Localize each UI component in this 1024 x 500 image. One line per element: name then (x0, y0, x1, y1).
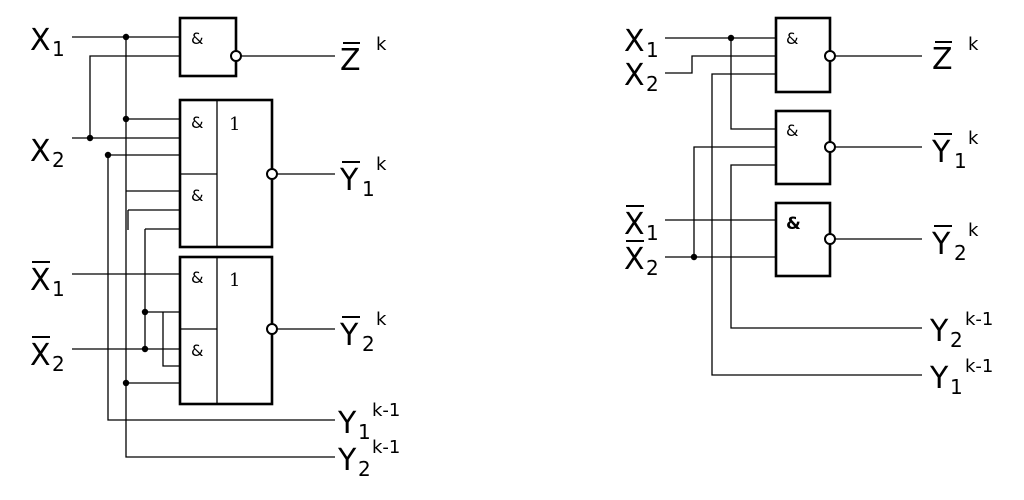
input-label: X (624, 58, 645, 93)
right-nand-gate-1: & (774, 16, 836, 94)
output-label: Z (340, 43, 361, 78)
left-aoi-gate-1: & & 1 (178, 98, 278, 249)
and-symbol: & (191, 186, 203, 205)
right-junctions (690, 34, 735, 261)
and-symbol: & (191, 268, 203, 287)
right-wires (665, 37, 922, 376)
output-label: Y (931, 135, 951, 170)
feedback-label: Y (337, 406, 357, 441)
and-symbol: & (191, 29, 203, 48)
feedback-subscript: 2 (950, 328, 963, 352)
feedback-subscript: 2 (358, 457, 371, 481)
left-nand-gate: & (178, 16, 242, 78)
input-subscript: 1 (646, 38, 659, 62)
and-symbol: & (191, 341, 203, 360)
input-label: X (624, 207, 645, 242)
input-subscript: 2 (52, 352, 65, 376)
output-subscript: 2 (362, 332, 375, 356)
or-symbol: 1 (229, 270, 240, 291)
left-aoi-gate-2: & & 1 (178, 255, 278, 406)
feedback-superscript: k-1 (965, 356, 993, 377)
feedback-superscript: k-1 (372, 400, 400, 421)
right-circuit: & & & X 1 X 2 X 1 X (624, 16, 993, 399)
output-label: Y (931, 227, 951, 262)
output-subscript: 1 (954, 149, 967, 173)
and-symbol: & (191, 113, 203, 132)
feedback-label: Y (929, 314, 949, 349)
and-symbol: & (786, 29, 798, 48)
input-subscript: 1 (52, 277, 65, 301)
input-label: X (30, 338, 51, 373)
feedback-label: Y (337, 443, 357, 478)
input-subscript: 1 (52, 37, 65, 61)
right-nand-gate-2: & (774, 109, 836, 186)
left-junctions (86, 33, 149, 387)
input-label: X (30, 263, 51, 298)
output-label: Y (339, 163, 359, 198)
output-subscript: 2 (954, 241, 967, 265)
input-subscript: 2 (646, 72, 659, 96)
input-subscript: 1 (646, 221, 659, 245)
and-symbol: & (786, 121, 798, 140)
output-superscript: k (968, 220, 979, 241)
output-superscript: k (376, 154, 387, 175)
input-subscript: 2 (52, 148, 65, 172)
and-symbol: & (786, 214, 801, 234)
input-label: X (624, 24, 645, 59)
input-label: X (30, 23, 51, 58)
output-superscript: k (968, 128, 979, 149)
or-symbol: 1 (229, 114, 240, 135)
feedback-superscript: k-1 (372, 437, 400, 458)
output-label: Y (339, 318, 359, 353)
output-superscript: k (376, 34, 387, 55)
input-subscript: 2 (646, 256, 659, 280)
right-nand-gate-3: & (774, 201, 836, 278)
output-subscript: 1 (362, 177, 375, 201)
input-label: X (30, 134, 51, 169)
feedback-label: Y (929, 361, 949, 396)
input-label: X (624, 242, 645, 277)
feedback-subscript: 1 (950, 375, 963, 399)
output-label: Z (932, 42, 953, 77)
right-labels: X 1 X 2 X 1 X 2 Z k Y 1 k Y 2 k (624, 24, 993, 399)
left-labels: X 1 X 2 X 1 X 2 Z k Y 1 k Y 2 k (30, 23, 400, 481)
left-wires (72, 36, 335, 458)
output-superscript: k (968, 34, 979, 55)
feedback-subscript: 1 (358, 420, 371, 444)
feedback-superscript: k-1 (965, 309, 993, 330)
output-superscript: k (376, 309, 387, 330)
left-circuit: & & & 1 & & 1 X 1 X (30, 16, 400, 481)
